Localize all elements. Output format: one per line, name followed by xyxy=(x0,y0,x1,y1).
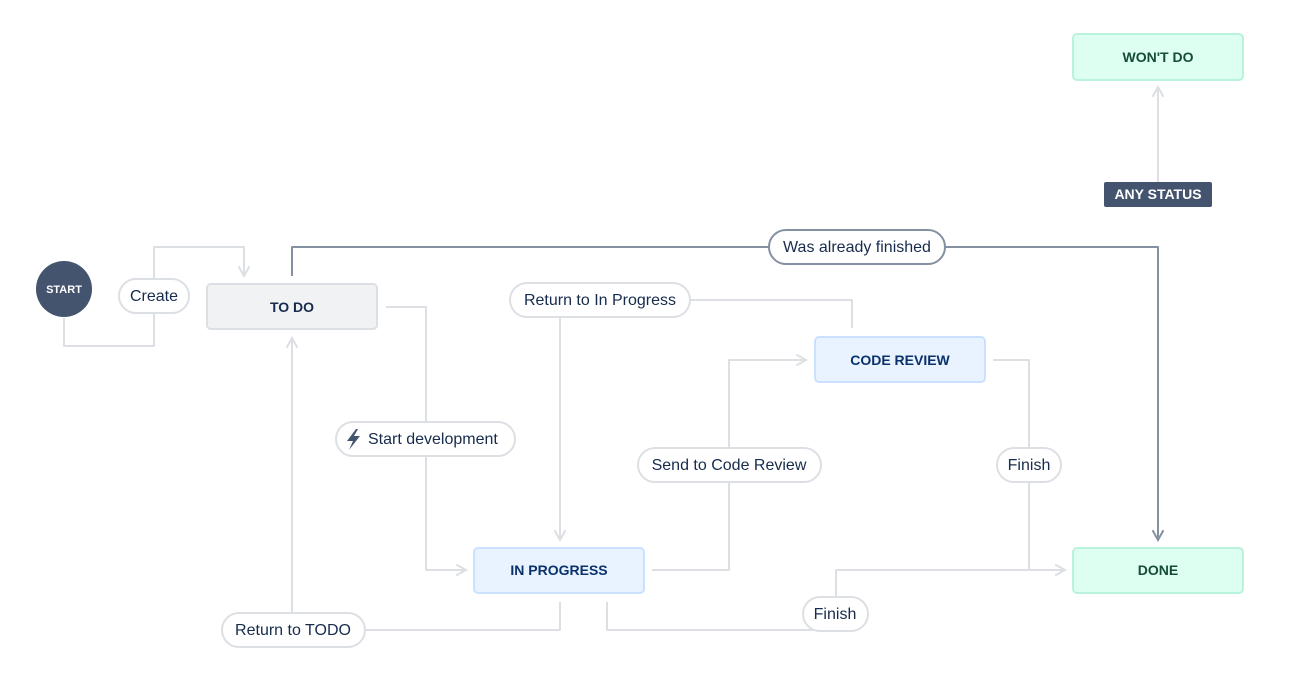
transition-was-already-finished[interactable]: Was already finished xyxy=(768,229,946,265)
transition-return-to-in-progress[interactable]: Return to In Progress xyxy=(509,282,691,318)
transition-label-return-to-todo: Return to TODO xyxy=(235,622,351,639)
connector-inprogress-to-todo xyxy=(292,338,561,631)
transition-label-finish-from-review: Finish xyxy=(1008,457,1051,474)
status-node-wontdo[interactable]: WON'T DO xyxy=(1072,33,1244,81)
status-label-todo: TO DO xyxy=(270,299,314,315)
status-label-inprogress: IN PROGRESS xyxy=(510,562,607,578)
lightning-icon xyxy=(347,429,360,450)
status-node-todo[interactable]: TO DO xyxy=(206,283,378,330)
status-label-wontdo: WON'T DO xyxy=(1123,49,1194,65)
status-node-codereview[interactable]: CODE REVIEW xyxy=(814,336,986,383)
connector-review-to-inprogress xyxy=(560,299,853,540)
any-status-badge[interactable]: ANY STATUS xyxy=(1104,182,1212,207)
transition-return-to-todo[interactable]: Return to TODO xyxy=(221,612,366,648)
status-node-done[interactable]: DONE xyxy=(1072,547,1244,594)
transition-finish-from-progress[interactable]: Finish xyxy=(802,596,869,632)
transition-label-finish-from-progress: Finish xyxy=(814,606,857,623)
transition-send-to-code-review[interactable]: Send to Code Review xyxy=(637,447,822,483)
start-node[interactable]: START xyxy=(36,261,92,317)
transition-label-return-to-in-progress: Return to In Progress xyxy=(524,292,676,309)
transition-start-development[interactable]: Start development xyxy=(335,421,516,457)
transition-label-was-already-finished: Was already finished xyxy=(783,239,931,256)
status-label-done: DONE xyxy=(1138,562,1178,578)
transition-create[interactable]: Create xyxy=(118,278,190,314)
transition-label-start-development: Start development xyxy=(368,431,498,448)
transition-label-create: Create xyxy=(130,288,178,305)
connector-todo-to-done xyxy=(291,246,1158,540)
transition-finish-from-review[interactable]: Finish xyxy=(996,447,1062,483)
transition-label-send-to-code-review: Send to Code Review xyxy=(652,457,807,474)
status-label-codereview: CODE REVIEW xyxy=(850,352,950,368)
start-label: START xyxy=(46,284,82,296)
status-node-inprogress[interactable]: IN PROGRESS xyxy=(473,547,645,594)
any-status-label: ANY STATUS xyxy=(1114,186,1201,202)
